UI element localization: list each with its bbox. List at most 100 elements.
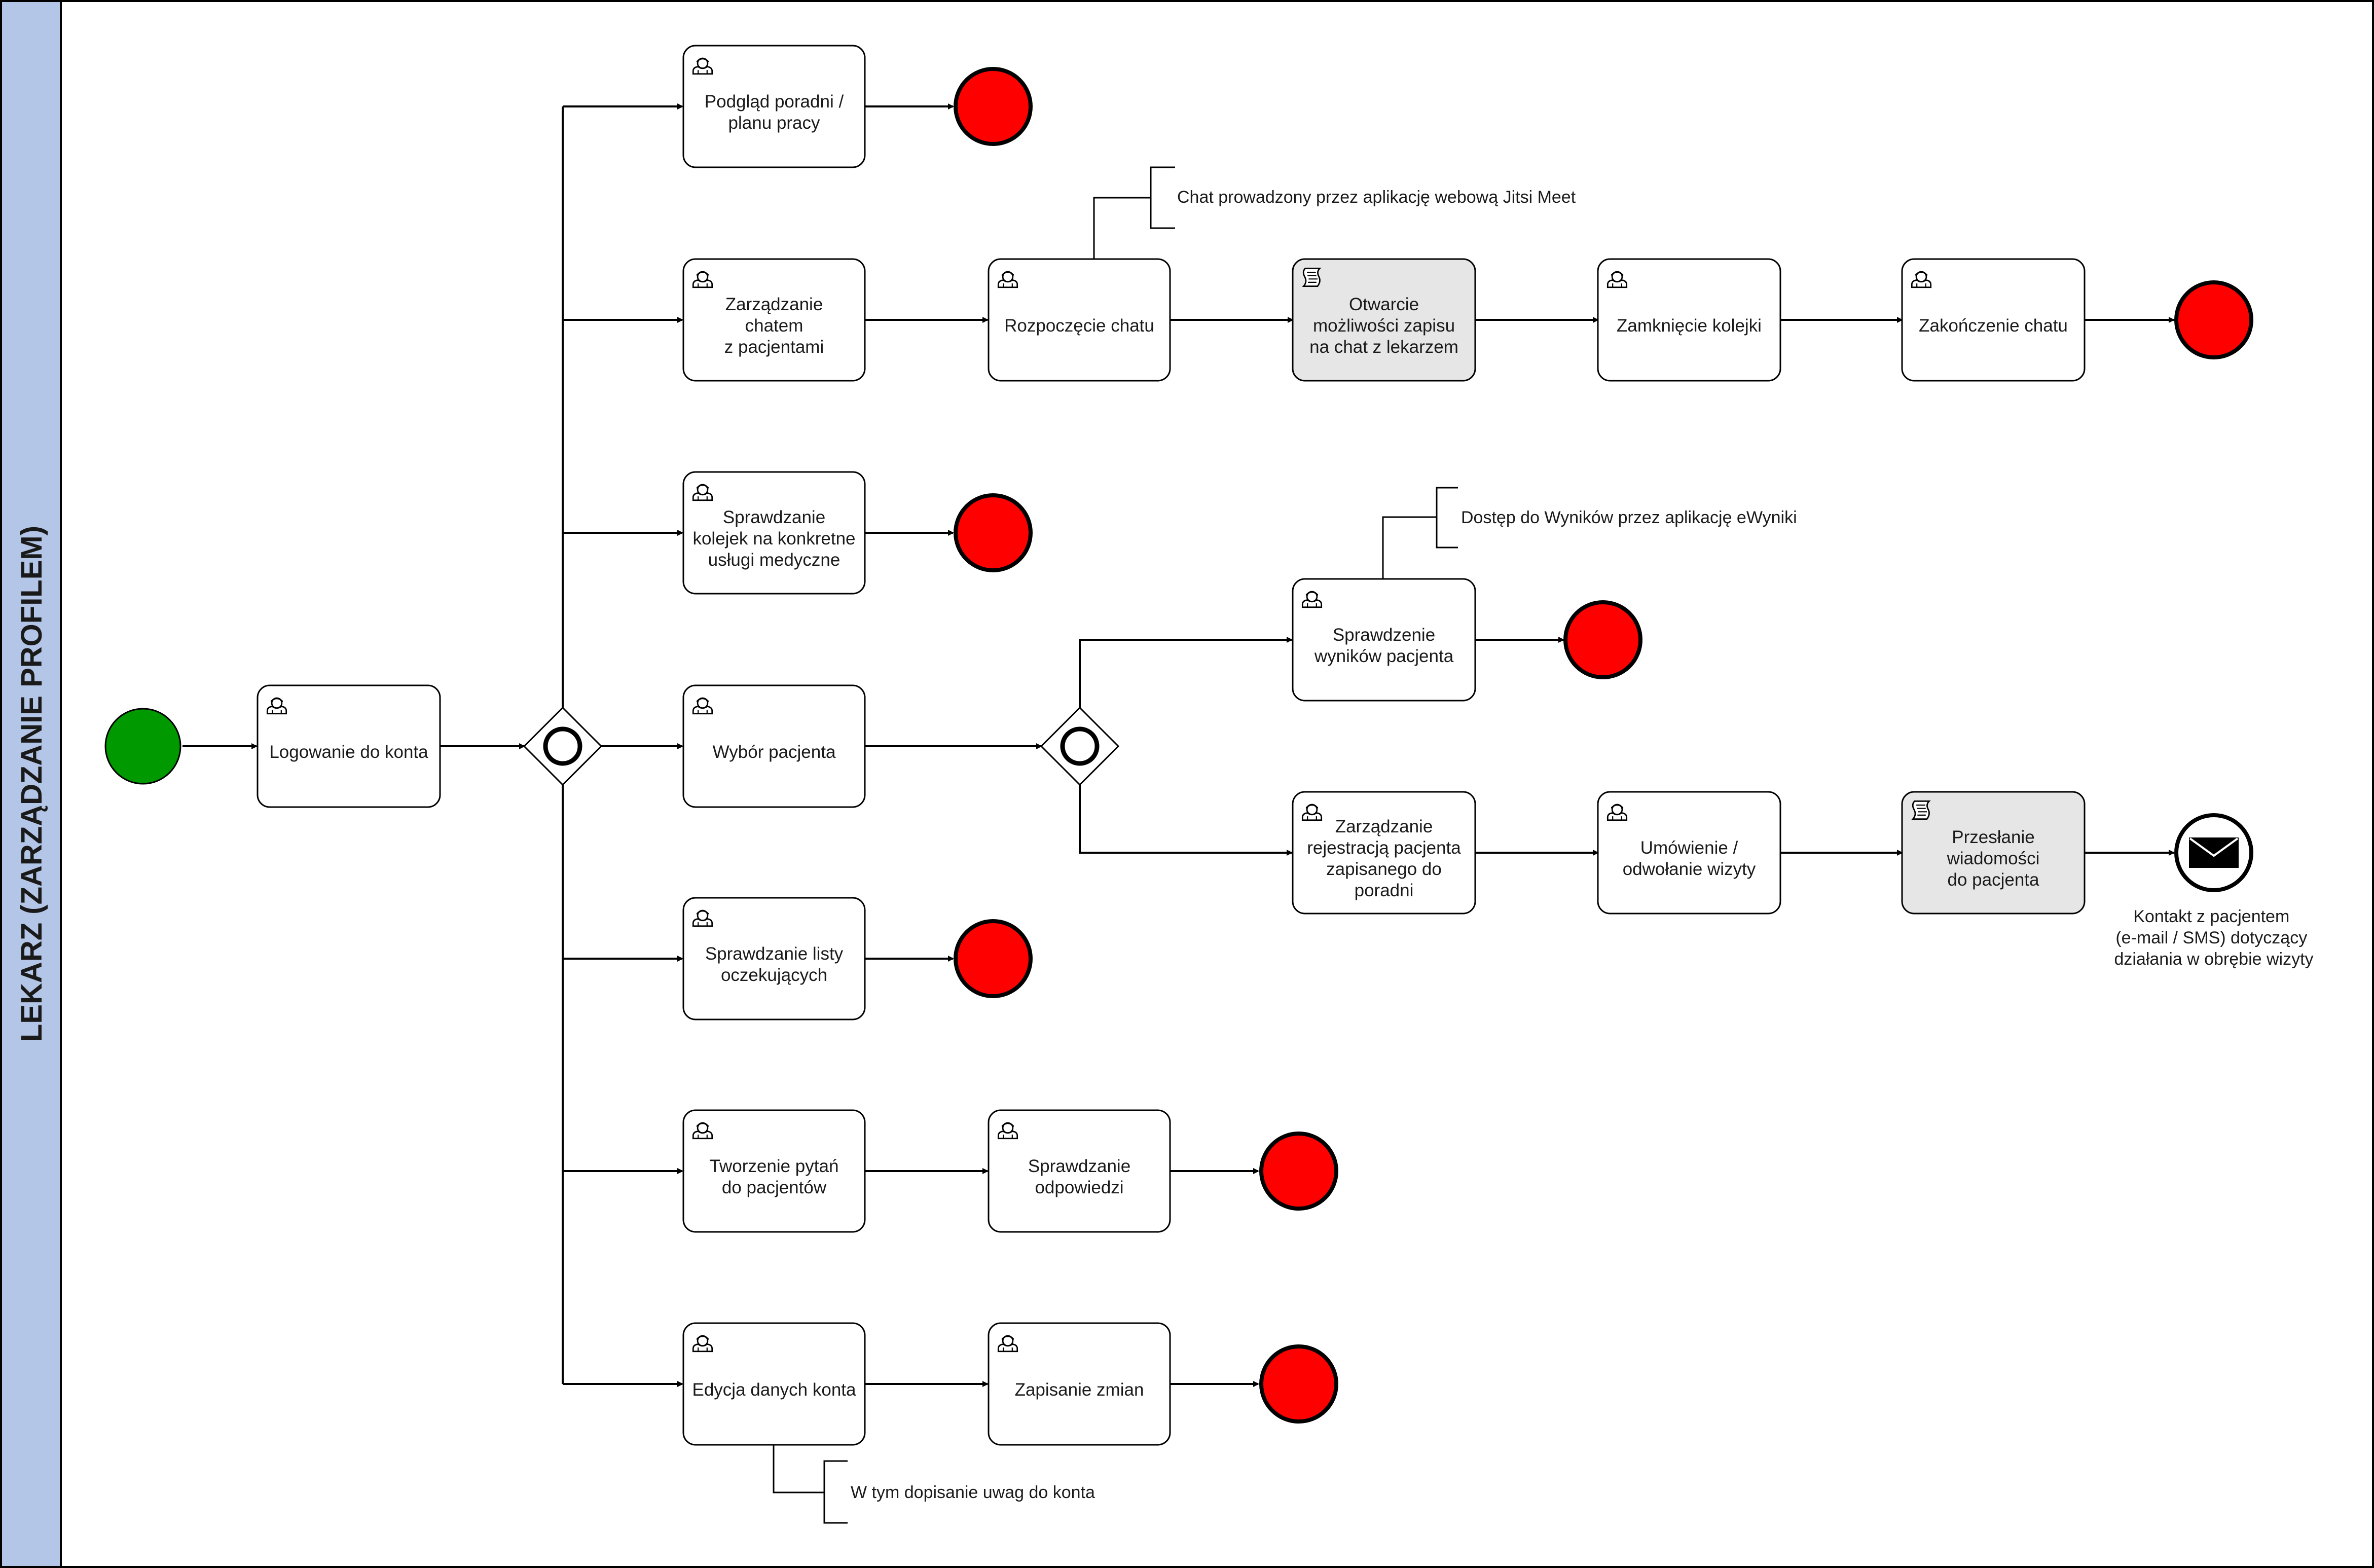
task-box — [1597, 791, 1781, 915]
task-box — [988, 1322, 1171, 1446]
task-chat-start: Rozpoczęcie chatu — [988, 258, 1171, 382]
task-box — [1292, 578, 1476, 702]
task-label-line: Sprawdzanie — [723, 507, 825, 527]
script-task-icon — [1302, 268, 1321, 287]
annotation-account-association — [773, 1444, 824, 1493]
task-box — [682, 45, 866, 168]
task-label-line: Zapisanie zmian — [1015, 1380, 1144, 1400]
gateway-main — [523, 706, 603, 786]
task-box — [988, 1109, 1171, 1233]
task-label-line: Podgląd poradni / — [705, 92, 844, 112]
task-label-line: Zarządzanie — [1335, 817, 1433, 836]
task-box — [1292, 258, 1476, 382]
task-label-line: oczekujących — [721, 965, 827, 985]
task-label: Wybór pacjenta — [713, 742, 836, 762]
task-label-line: Edycja danych konta — [692, 1380, 857, 1400]
task-label-line: wiadomości — [1947, 849, 2040, 868]
annotation-chat-association — [1093, 197, 1151, 260]
pool-label-band — [0, 0, 62, 1568]
tasks: Logowanie do konta Podgląd poradni /planu… — [257, 45, 2086, 1446]
task-label-line: Umówienie / — [1640, 838, 1738, 858]
task-box — [682, 1109, 866, 1233]
message-end-event — [2174, 813, 2253, 892]
task-message: Przesłanie wiadomości do pacjenta — [1901, 791, 2086, 915]
sequence-flows — [182, 103, 2175, 1387]
end-event-answers — [1259, 1132, 1338, 1211]
task-label-line: Zakończenie chatu — [1919, 316, 2068, 336]
task-label-line: do pacjentów — [722, 1178, 827, 1197]
task-label-line: Sprawdzanie — [1028, 1156, 1130, 1176]
gateway-patient — [1040, 706, 1120, 786]
task-label-line: możliwości zapisu — [1313, 316, 1455, 336]
script-task-icon — [1912, 800, 1930, 820]
task-box — [682, 258, 866, 382]
task-label-line: Zarządzanie — [725, 295, 823, 314]
task-edit-account: Edycja danych konta — [682, 1322, 866, 1446]
annotation-results-association — [1382, 516, 1437, 579]
annotation-results-bracket — [1436, 487, 1458, 549]
annotation-account-bracket — [823, 1460, 848, 1524]
task-box — [257, 684, 441, 808]
task-label: Zakończenie chatu — [1919, 316, 2068, 336]
task-box — [682, 897, 866, 1020]
task-label-line: planu pracy — [728, 113, 820, 133]
end-event-save — [1259, 1344, 1338, 1424]
pool-label: LEKARZ (ZARZĄDZANIE PROFILEM) — [15, 526, 48, 1042]
task-label: Umówienie /odwołanie wizyty — [1623, 838, 1756, 879]
task-label-line: chatem — [745, 316, 803, 336]
task-save-changes: Zapisanie zmian — [988, 1322, 1171, 1446]
task-label-line: Wybór pacjenta — [713, 742, 836, 762]
events — [104, 67, 2253, 1424]
task-label-line: z pacjentami — [724, 337, 824, 357]
end-event-preview — [954, 67, 1033, 146]
task-label-line: Sprawdzenie — [1333, 625, 1435, 645]
flow-gateway2-results — [1079, 637, 1293, 708]
task-label-line: kolejek na konkretne — [692, 529, 855, 549]
envelope-icon — [2189, 837, 2239, 868]
task-queue-close: Zamknięcie kolejki — [1597, 258, 1781, 382]
task-box — [1901, 258, 2086, 382]
task-label-line: Sprawdzanie listy — [705, 944, 844, 964]
annotation-account-text: W tym dopisanie uwag do konta — [851, 1483, 1095, 1502]
end-event-chat — [2174, 280, 2253, 359]
gateway-main-diamond — [523, 706, 603, 786]
annotation-results-text: Dostęp do Wyników przez aplikację eWynik… — [1461, 508, 1797, 527]
message-end-label: Kontakt z pacjentem (e-mail / SMS) dotyc… — [2114, 907, 2313, 969]
message-end-label-line-3: działania w obrębie wizyty — [2114, 950, 2313, 969]
task-label-line: na chat z lekarzem — [1309, 337, 1458, 357]
task-label-line: Przesłanie — [1952, 827, 2034, 847]
task-box — [682, 471, 866, 595]
task-label: Przesłanie wiadomości do pacjenta — [1947, 827, 2040, 890]
task-label: Tworzenie pytań do pacjentów — [710, 1156, 839, 1197]
task-label-line: Tworzenie pytań — [710, 1156, 839, 1176]
task-label: Zapisanie zmian — [1015, 1380, 1144, 1400]
task-label-line: do pacjenta — [1948, 870, 2040, 890]
end-event-queues — [954, 493, 1033, 572]
task-box — [682, 1322, 866, 1446]
task-chat-end: Zakończenie chatu — [1901, 258, 2086, 382]
flow-gateway2-registration — [1079, 785, 1293, 856]
task-appointment: Umówienie /odwołanie wizyty — [1597, 791, 1781, 915]
task-label: Logowanie do konta — [269, 742, 428, 762]
task-box — [682, 684, 866, 808]
task-label-line: rejestracją pacjenta — [1307, 838, 1461, 858]
task-label-line: Rozpoczęcie chatu — [1004, 316, 1154, 336]
message-end-label-line-1: Kontakt z pacjentem — [2133, 907, 2289, 926]
task-box — [1901, 791, 2086, 915]
task-label-line: zapisanego do — [1326, 859, 1442, 879]
task-label: Zamknięcie kolejki — [1617, 316, 1762, 336]
start-event — [104, 708, 181, 785]
task-box — [1292, 791, 1476, 915]
